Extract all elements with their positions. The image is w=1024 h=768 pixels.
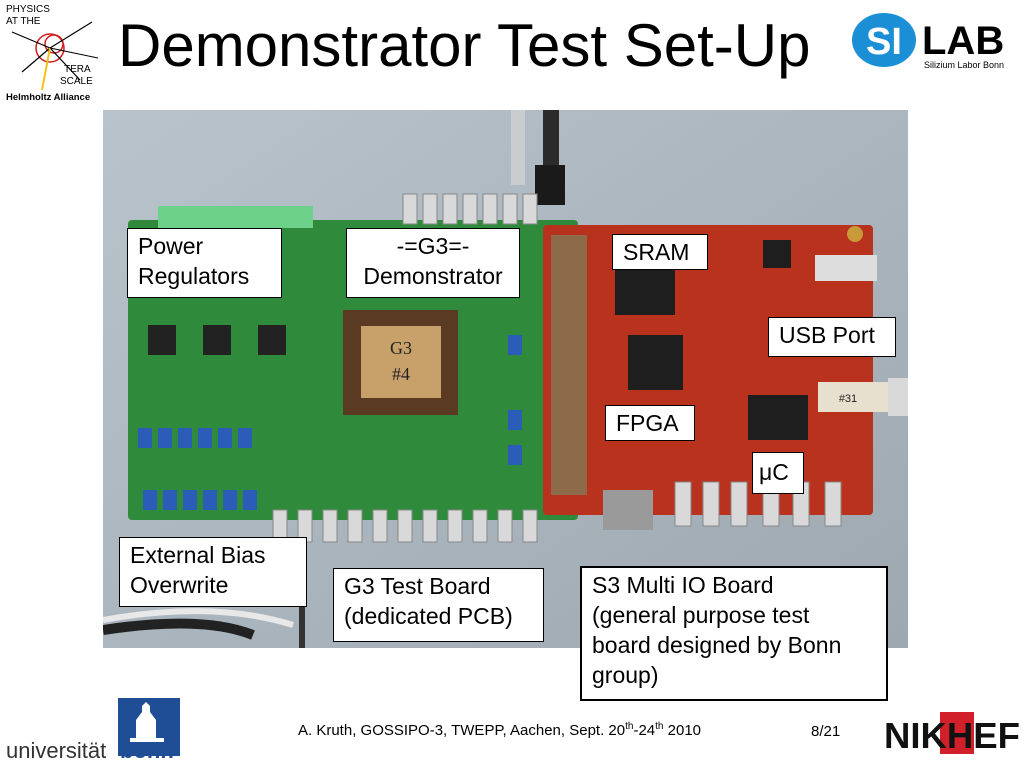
label-g3-test-board: G3 Test Board (dedicated PCB) [333, 568, 544, 642]
label-g3-demonstrator-line2: Demonstrator [363, 263, 503, 289]
label-g3-demonstrator: -=G3=- Demonstrator [346, 228, 520, 298]
label-g3-demonstrator-line1: -=G3=- [396, 233, 470, 259]
terascale-line3: TERA [64, 64, 91, 75]
label-sram: SRAM [612, 234, 708, 270]
label-external-bias: External Bias Overwrite [119, 537, 307, 607]
universitaet-bonn-logo: universität bonn [6, 698, 180, 762]
silab-word: LAB [922, 19, 1004, 63]
terascale-logo: PHYSICS AT THE TERA SCALE Helmholtz Alli… [2, 2, 100, 104]
silab-logo: SI LAB Silizium Labor Bonn [852, 13, 1004, 70]
terascale-line2: AT THE [6, 16, 41, 27]
bonn-suffix: bonn [120, 738, 174, 762]
label-s3-line1: S3 Multi IO Board [592, 572, 774, 598]
label-g3-test-board-line1: G3 Test Board [344, 573, 491, 599]
label-s3-line3: board designed by Bonn [592, 632, 842, 658]
slide-number: 8/21 [811, 723, 841, 740]
label-power-regulators-line1: Power [138, 233, 204, 259]
footer-text-before: A. Kruth, GOSSIPO-3, TWEPP, Aachen, Sept… [298, 722, 626, 739]
terascale-line4: SCALE [60, 76, 93, 87]
slide-title: Demonstrator Test Set-Up [118, 12, 811, 79]
label-sram-text: SRAM [623, 239, 690, 265]
label-external-bias-line2: Overwrite [130, 572, 229, 598]
nikhef-logo: NIKHEF [884, 712, 1020, 756]
bonn-prefix: universität [6, 738, 106, 762]
footer-sup2: th [655, 721, 664, 732]
silab-mark: SI [866, 21, 902, 63]
silab-tagline: Silizium Labor Bonn [924, 60, 1004, 70]
chip-label-line2: #4 [392, 364, 410, 384]
label-fpga: FPGA [605, 405, 695, 441]
chip-label-line1: G3 [390, 338, 412, 358]
label-microcontroller: μC [752, 452, 804, 494]
footer-text-after: 2010 [663, 722, 702, 739]
label-external-bias-line1: External Bias [130, 542, 266, 568]
label-s3-line2: (general purpose test [592, 602, 810, 628]
hardware-photo: G3 #4 #31 [103, 110, 908, 648]
label-g3-test-board-line2: (dedicated PCB) [344, 603, 513, 629]
label-usb-port: USB Port [768, 317, 896, 357]
label-s3-multi-io-board: S3 Multi IO Board (general purpose test … [580, 566, 888, 701]
nikhef-text: NIKHEF [884, 715, 1020, 756]
label-s3-line4: group) [592, 662, 659, 688]
label-microcontroller-text: μC [759, 459, 789, 485]
label-usb-port-text: USB Port [779, 322, 875, 348]
label-fpga-text: FPGA [616, 410, 679, 436]
label-power-regulators: Power Regulators [127, 228, 282, 298]
usb-tag: #31 [839, 393, 857, 405]
footer-text-mid: -24 [633, 722, 656, 739]
footer-sup1: th [625, 721, 634, 732]
terascale-line5: Helmholtz Alliance [6, 92, 90, 103]
label-power-regulators-line2: Regulators [138, 263, 250, 289]
footer-citation: A. Kruth, GOSSIPO-3, TWEPP, Aachen, Sept… [298, 721, 701, 739]
terascale-line1: PHYSICS [6, 4, 50, 15]
